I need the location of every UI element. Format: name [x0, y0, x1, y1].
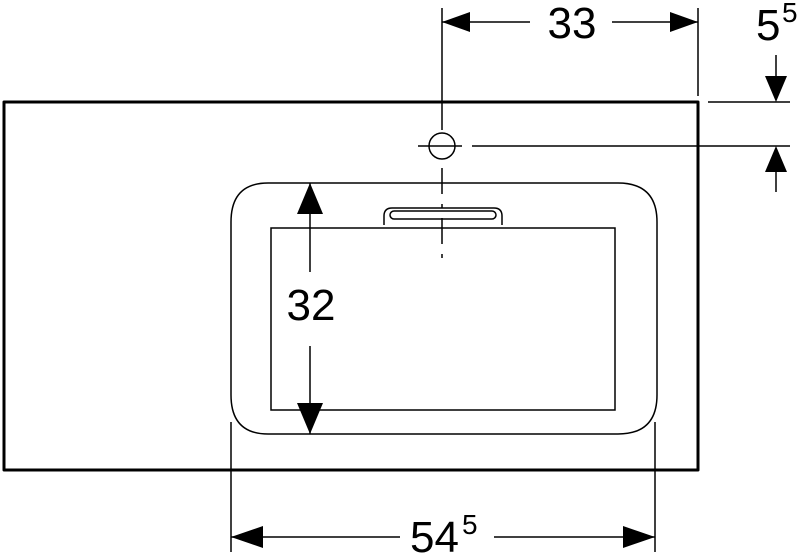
dim-32-arrow-down	[297, 403, 323, 434]
dim-54-5-superscript: 5	[462, 509, 478, 540]
dim-32-label: 32	[287, 281, 336, 330]
countertop-outline	[2, 100, 700, 472]
dim-5-5-arrow-down	[765, 76, 787, 102]
dim-33-arrow-left	[442, 12, 470, 32]
dim-32-arrow-up	[297, 183, 323, 214]
dim-5-5-superscript: 5	[782, 0, 798, 28]
dim-54-5-arrow-left	[231, 526, 263, 548]
dim-54-5-arrow-right	[623, 526, 655, 548]
dim-33-label: 33	[548, 0, 597, 48]
dim-5-5-arrow-up	[765, 146, 787, 172]
dim-54-5-label: 54	[410, 513, 459, 555]
overflow-slot	[383, 207, 503, 225]
dim-5-5-label: 5	[756, 1, 780, 50]
dim-33-arrow-right	[670, 12, 698, 32]
basin-outer-rim	[230, 182, 658, 435]
basin-inner-bowl	[270, 227, 616, 411]
